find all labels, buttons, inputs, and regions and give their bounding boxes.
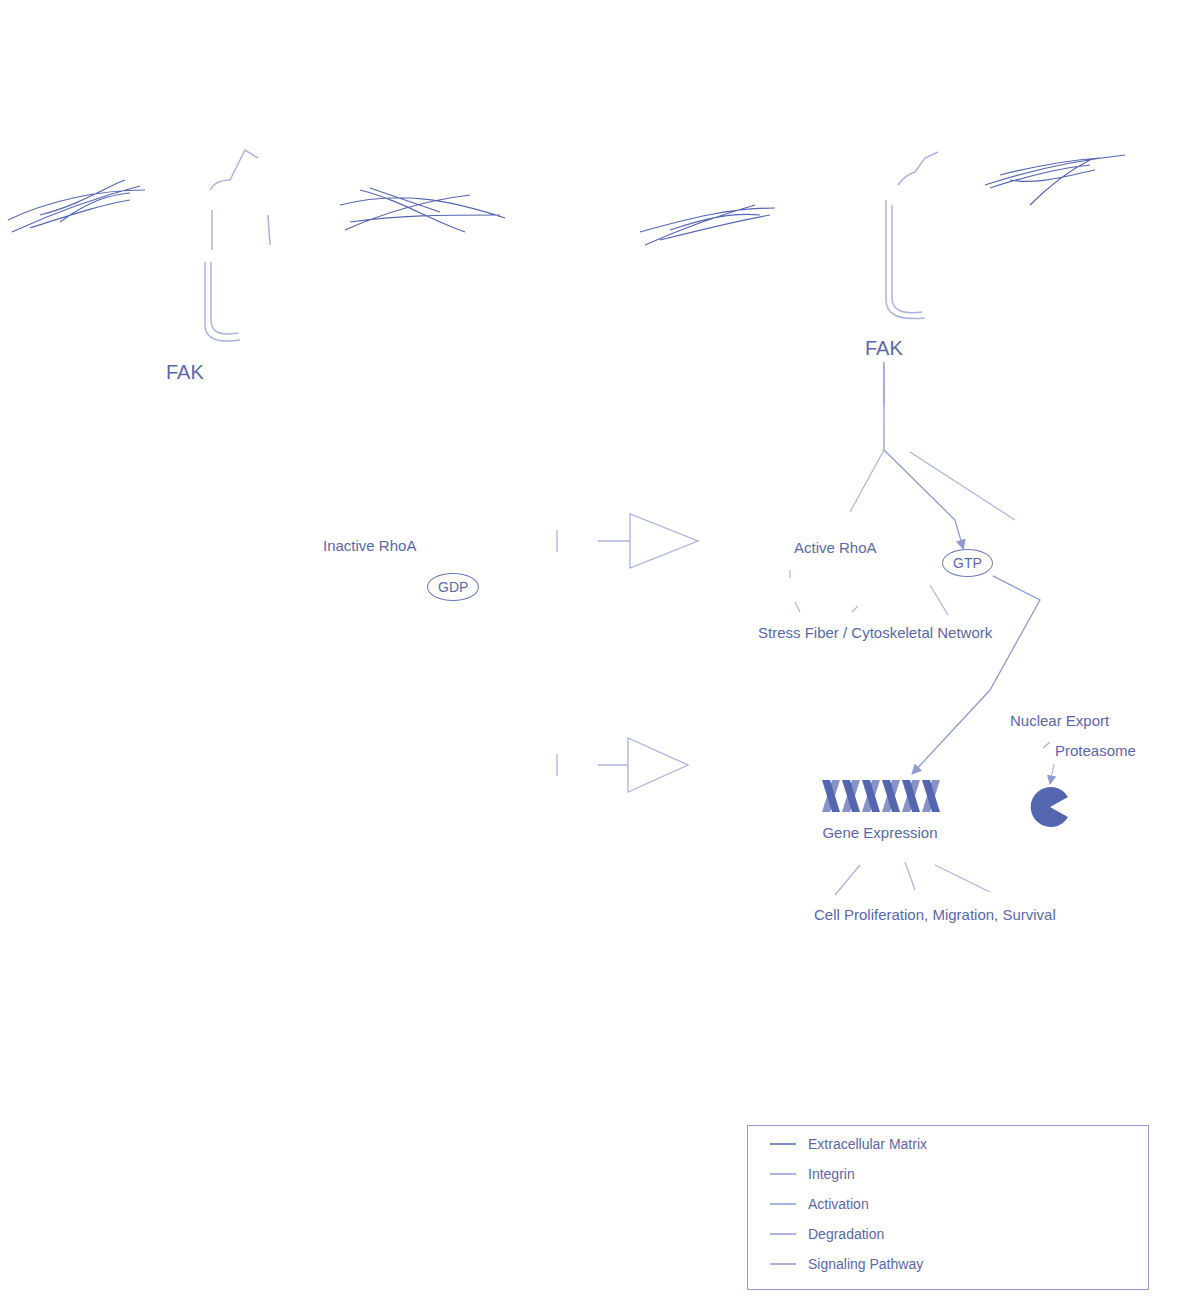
annotation-label: Nuclear Export [1008, 712, 1111, 729]
legend-text: Degradation [808, 1226, 884, 1242]
legend-sample [768, 1257, 798, 1271]
legend-entry: Activation [768, 1196, 869, 1212]
dna-symbol [818, 776, 942, 816]
legend-entry: Signaling Pathway [768, 1256, 923, 1272]
legend-sample [768, 1167, 798, 1181]
annotation-label: Stress Fiber / Cytoskeletal Network [756, 624, 994, 641]
legend-sample [768, 1197, 798, 1211]
node-text: GTP [953, 555, 982, 571]
integrin-symbol [205, 150, 938, 341]
legend-box: Extracellular MatrixIntegrinActivationDe… [747, 1125, 1149, 1290]
legend-sample [768, 1137, 798, 1151]
legend-text: Integrin [808, 1166, 855, 1182]
legend-entry: Degradation [768, 1226, 884, 1242]
legend-text: Signaling Pathway [808, 1256, 923, 1272]
node-text: FAK [166, 361, 204, 384]
proteasome-symbol [1031, 787, 1068, 827]
annotation-label: Active RhoA [792, 539, 879, 556]
annotation-label: Cell Proliferation, Migration, Survival [812, 906, 1058, 923]
annotation-label: Inactive RhoA [321, 537, 418, 554]
node-text: Gene Expression [818, 824, 942, 841]
legend-text: Activation [808, 1196, 869, 1212]
legend-entry: Integrin [768, 1166, 855, 1182]
ecm-fibres [8, 155, 1125, 245]
transition-arrow [557, 514, 698, 792]
nucleotide-circle: GTP [942, 549, 993, 577]
pathway-arrow [912, 576, 1040, 774]
protein-label: FAK [861, 335, 907, 362]
protein-label: FAK [162, 359, 208, 386]
pathway-arrow [884, 362, 963, 549]
legend-entry: Extracellular Matrix [768, 1136, 927, 1152]
node-text: FAK [865, 337, 903, 360]
nucleotide-circle: GDP [427, 573, 479, 601]
node-text: GDP [438, 579, 468, 595]
annotation-label: Proteasome [1053, 742, 1138, 759]
legend-text: Extracellular Matrix [808, 1136, 927, 1152]
dna-node: Gene Expression [812, 774, 948, 843]
legend-sample [768, 1227, 798, 1241]
